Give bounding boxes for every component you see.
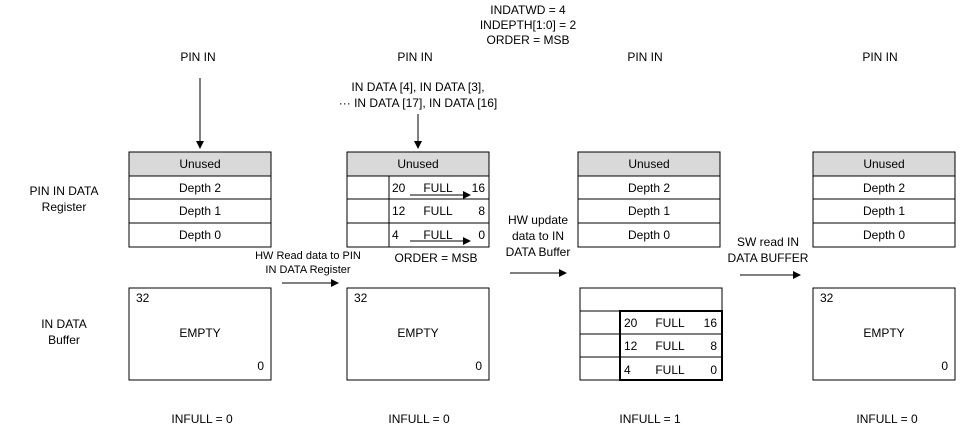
infull-status-1: INFULL = 0 [171,412,233,426]
hw-update-label-1: HW update [508,213,568,227]
input-data-line-2: ··· IN DATA [17], IN DATA [16] [339,96,497,110]
unused-label: Unused [628,157,669,171]
buffer-bottom-bit: 0 [941,359,948,373]
full-row-lo: 0 [710,363,717,377]
sw-read-label-2: DATA BUFFER [728,251,809,265]
hw-update-label-3: DATA Buffer [506,245,571,259]
register-block-2: Unused 20 FULL 16 12 FULL 8 4 FULL 0 [346,151,490,248]
register-block-4: Unused Depth 2 Depth 1 Depth 0 [812,151,956,248]
full-row-hi: 4 [624,363,631,377]
full-row-label: FULL [423,181,453,195]
unused-cell [577,151,721,177]
full-row-lo: 16 [472,181,486,195]
full-row-label: FULL [655,339,685,353]
depth1-cell [577,198,721,224]
buffer-empty-label: EMPTY [397,326,438,340]
register-block-1: Unused Depth 2 Depth 1 Depth 0 [128,151,272,248]
buffer-block-1: 32 EMPTY 0 [128,287,272,381]
pin-in-label-2: PIN IN [397,50,432,64]
buffer-top-bit: 32 [820,291,834,305]
depth1-label: Depth 1 [863,204,905,218]
full-row-label: FULL [423,204,453,218]
buffer-block-3: 20 FULL 16 12 FULL 8 4 FULL 0 [579,287,723,381]
full-row-label: FULL [655,316,685,330]
infull-status-3: INFULL = 1 [619,412,681,426]
buffer-bottom-bit: 0 [475,359,482,373]
depth1-label: Depth 1 [628,204,670,218]
buffer-box [128,287,272,381]
full-row-lo: 16 [704,316,718,330]
full-row-label: FULL [423,228,453,242]
full-row-hi: 12 [624,339,638,353]
full-row-cell [346,175,490,200]
hw-update-label-2: data to IN [512,229,564,243]
depth1-label: Depth 1 [179,204,221,218]
buffer-empty-label: EMPTY [179,326,220,340]
depth0-cell [128,222,272,248]
full-row-label: FULL [655,363,685,377]
buffer-empty-label: EMPTY [863,326,904,340]
unused-cell [346,151,490,177]
depth2-label: Depth 2 [863,181,905,195]
buffer-top-bit: 32 [136,291,150,305]
buffer-box [346,287,490,381]
buffer-data-region [619,310,723,381]
buffer-row-label-1: IN DATA [41,317,87,331]
pin-in-label-3: PIN IN [627,50,662,64]
unused-cell [128,151,272,177]
input-data-line-1: IN DATA [4], IN DATA [3], [351,80,484,94]
buffer-bottom-bit: 0 [257,359,264,373]
depth2-label: Depth 2 [628,181,670,195]
infull-status-2: INFULL = 0 [388,412,450,426]
buffer-box [812,287,956,381]
hw-read-label-1: HW Read data to PIN [255,250,361,262]
buffer-block-4: 32 EMPTY 0 [812,287,956,381]
depth0-label: Depth 0 [628,228,670,242]
config-indepth: INDEPTH[1:0] = 2 [480,18,577,32]
order-label: ORDER = MSB [394,251,477,265]
full-row-lo: 0 [478,228,485,242]
register-row-label-1: PIN IN DATA [30,184,99,198]
buffer-block-2: 32 EMPTY 0 [346,287,490,381]
full-row-hi: 20 [392,181,406,195]
depth1-cell [812,198,956,224]
full-row-cell [346,198,490,224]
buffer-row-label-2: Buffer [48,333,80,347]
config-indatwd: INDATWD = 4 [490,3,566,17]
register-row-label-2: Register [42,200,87,214]
unused-label: Unused [179,157,220,171]
pin-in-label-1: PIN IN [180,50,215,64]
infull-status-4: INFULL = 0 [856,412,918,426]
full-row-cell [346,222,490,248]
depth0-label: Depth 0 [863,228,905,242]
config-order: ORDER = MSB [486,33,569,47]
pin-in-label-4: PIN IN [862,50,897,64]
sw-read-label-1: SW read IN [737,235,799,249]
unused-label: Unused [397,157,438,171]
hw-read-label-2: IN DATA Register [265,264,351,276]
full-row-hi: 4 [392,228,399,242]
register-block-3: Unused Depth 2 Depth 1 Depth 0 [577,151,721,248]
depth0-cell [812,222,956,248]
unused-label: Unused [863,157,904,171]
depth2-label: Depth 2 [179,181,221,195]
buffer-top-bit: 32 [354,291,368,305]
full-row-lo: 8 [710,339,717,353]
full-row-hi: 20 [624,316,638,330]
full-row-hi: 12 [392,204,406,218]
full-row-lo: 8 [478,204,485,218]
depth0-cell [577,222,721,248]
depth0-label: Depth 0 [179,228,221,242]
unused-cell [812,151,956,177]
